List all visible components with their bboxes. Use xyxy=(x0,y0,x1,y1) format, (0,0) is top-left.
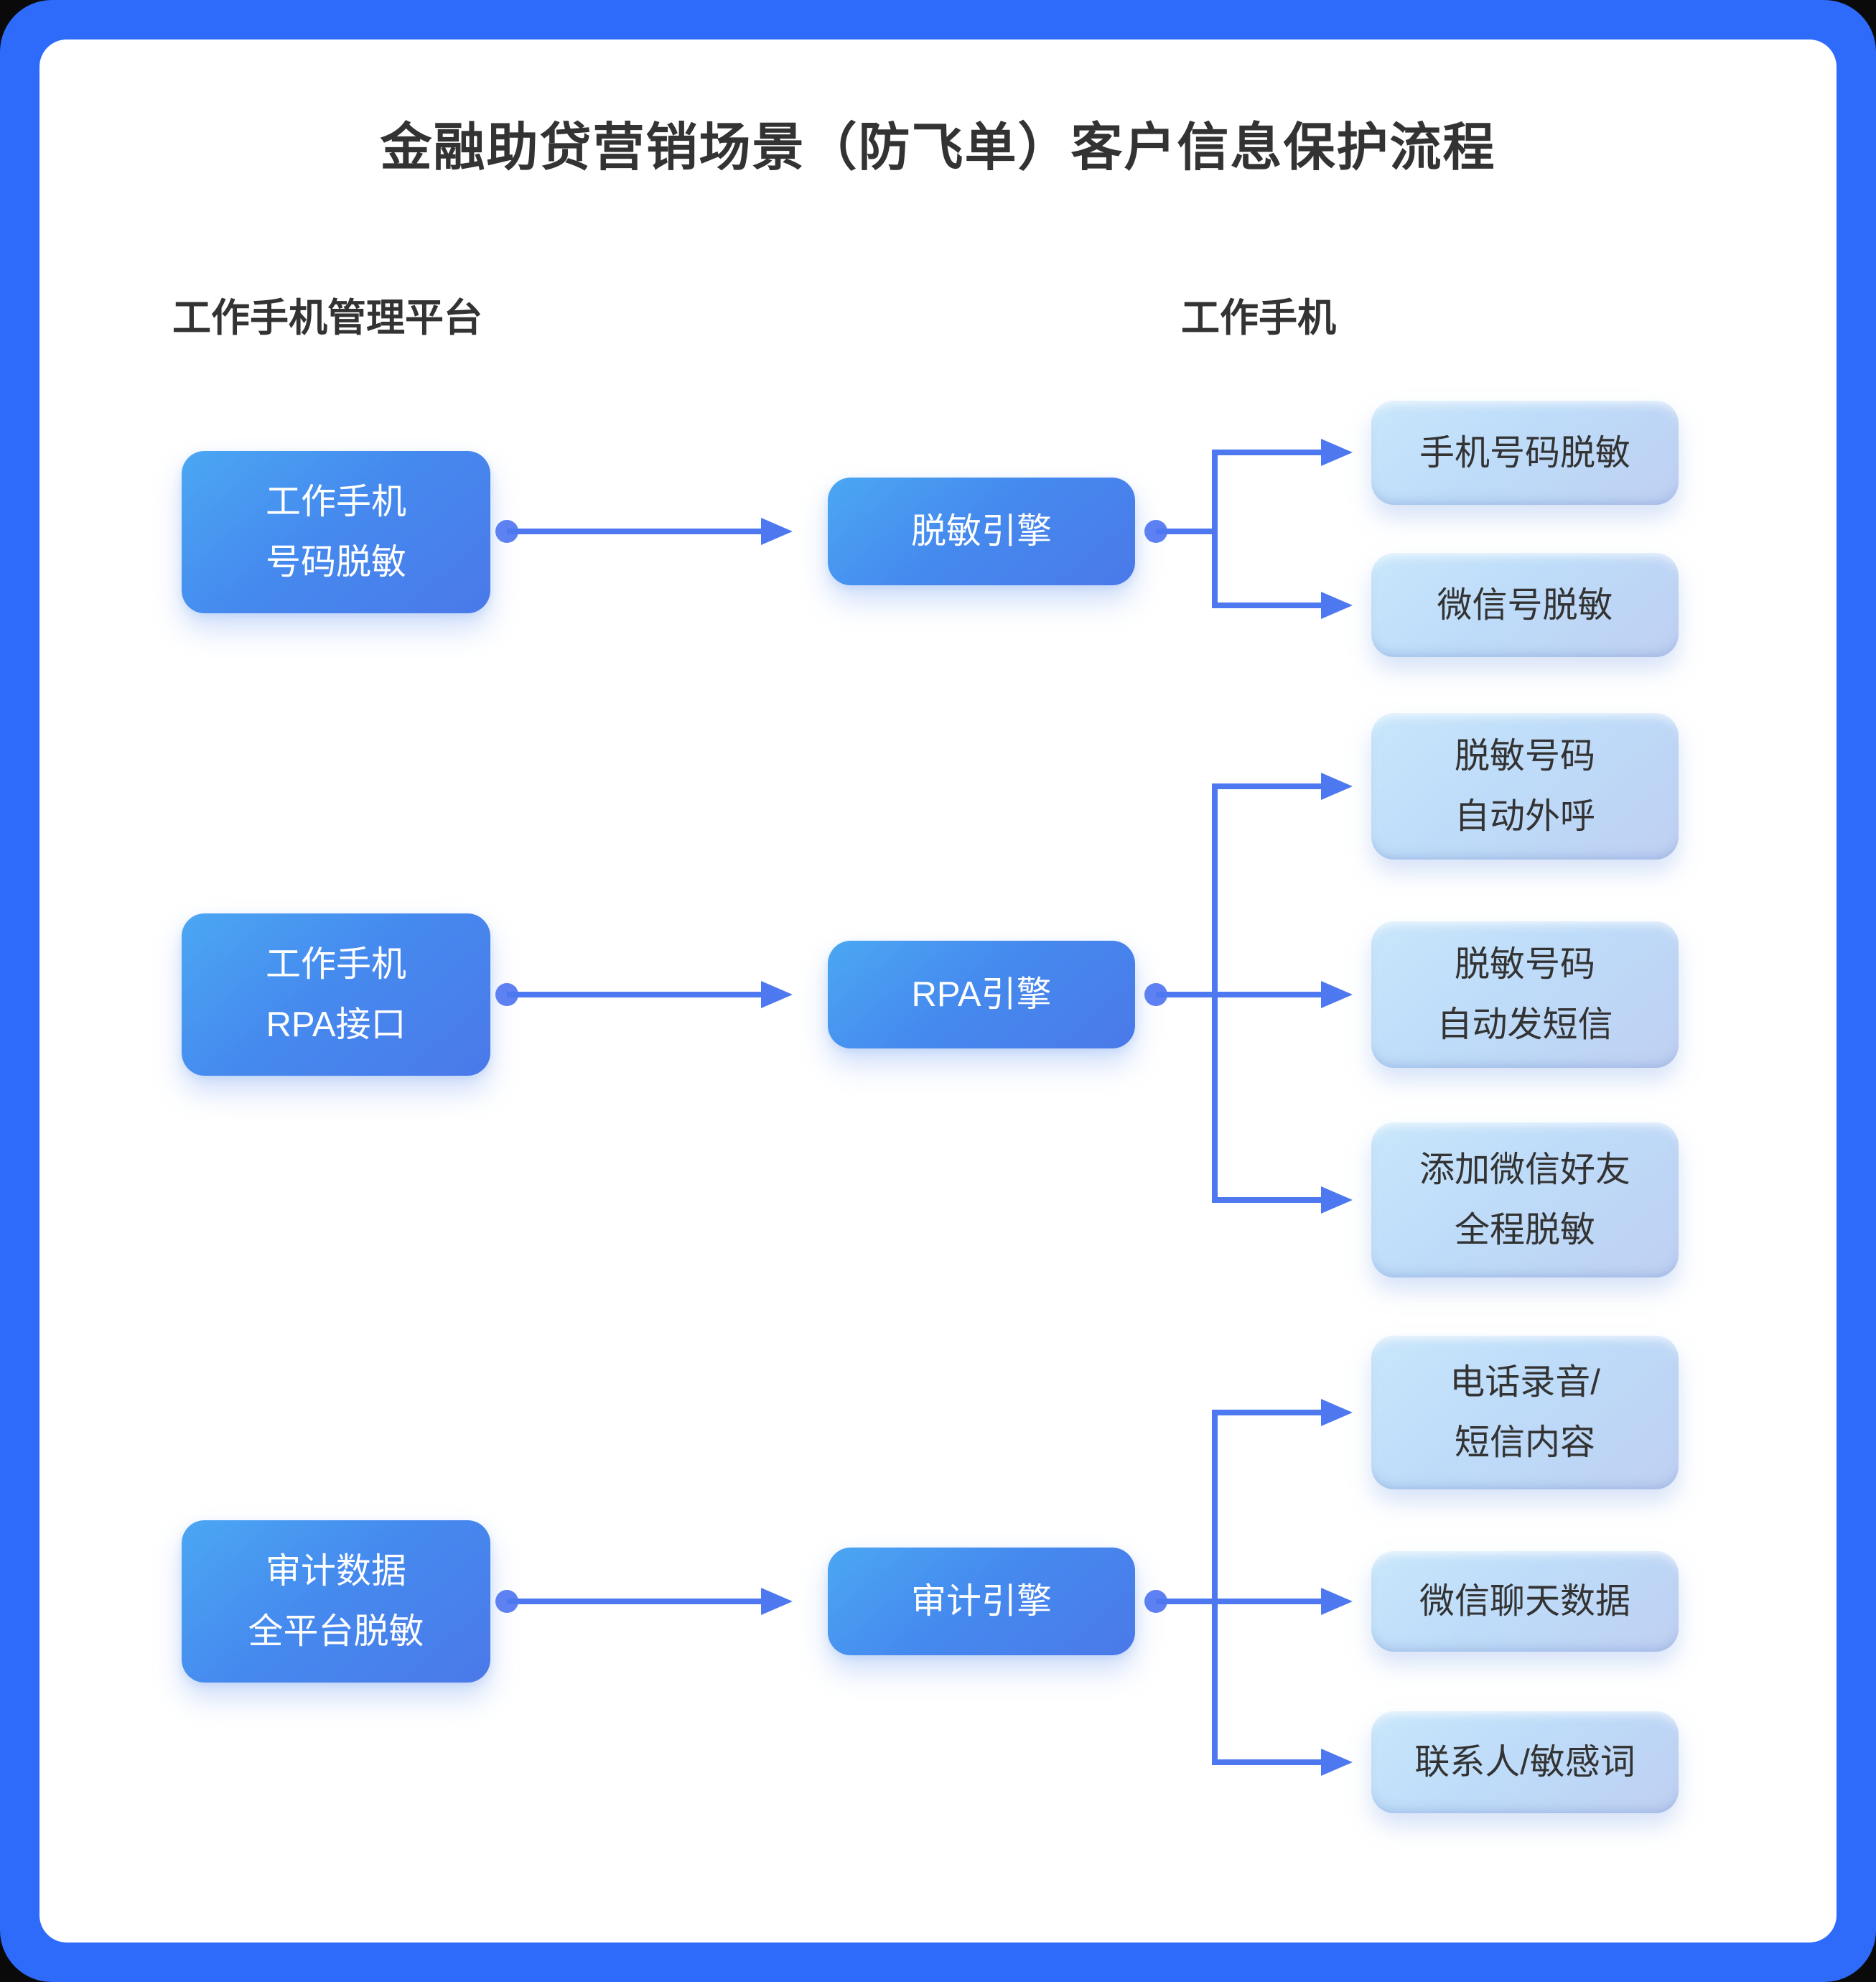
node-label-line: 手机号码脱敏 xyxy=(1419,433,1630,473)
node-label-line: RPA接口 xyxy=(266,1005,406,1044)
node-label-line: 短信内容 xyxy=(1454,1423,1595,1462)
node-engine-rpa: RPA引擎 xyxy=(828,941,1135,1048)
node-label-line: RPA引擎 xyxy=(911,975,1052,1014)
node-label-line: 脱敏号码 xyxy=(1454,737,1595,776)
node-output-wechat-id-masking: 微信号脱敏 xyxy=(1371,553,1679,657)
node-output-call-recording-sms-content: 电话录音/ 短信内容 xyxy=(1371,1336,1679,1489)
node-label-line: 电话录音/ xyxy=(1450,1363,1600,1402)
node-label-line: 自动外呼 xyxy=(1454,797,1595,836)
node-engine-audit: 审计引擎 xyxy=(828,1548,1135,1655)
node-engine-masking: 脱敏引擎 xyxy=(828,478,1135,585)
node-label-line: 工作手机 xyxy=(265,483,406,521)
node-label-line: 脱敏号码 xyxy=(1454,945,1595,984)
node-label-line: 全平台脱敏 xyxy=(248,1612,424,1651)
node-label-line: 自动发短信 xyxy=(1437,1005,1613,1044)
column-header-work-phone: 工作手机 xyxy=(1181,297,1336,340)
node-label-line: 添加微信好友 xyxy=(1419,1150,1630,1189)
node-source-audit-data-masking: 审计数据 全平台脱敏 xyxy=(182,1520,490,1683)
node-label-line: 脱敏引擎 xyxy=(910,512,1052,551)
node-output-contacts-sensitive-words: 联系人/敏感词 xyxy=(1371,1711,1679,1813)
node-label-line: 工作手机 xyxy=(265,945,406,984)
node-source-rpa-interface: 工作手机 RPA接口 xyxy=(182,913,490,1076)
node-output-wechat-chat-data: 微信聊天数据 xyxy=(1371,1551,1679,1652)
node-label-line: 微信聊天数据 xyxy=(1419,1582,1630,1621)
column-header-management-platform: 工作手机管理平台 xyxy=(172,297,482,340)
node-label-line: 微信号脱敏 xyxy=(1437,585,1613,625)
node-output-add-wechat-friend-masked: 添加微信好友 全程脱敏 xyxy=(1371,1122,1679,1278)
diagram-title: 金融助贷营销场景（防飞单）客户信息保护流程 xyxy=(380,119,1496,177)
node-output-auto-outbound-call: 脱敏号码 自动外呼 xyxy=(1371,713,1679,860)
node-output-auto-sms: 脱敏号码 自动发短信 xyxy=(1371,921,1679,1068)
node-label-line: 审计数据 xyxy=(265,1552,406,1591)
node-label-line: 号码脱敏 xyxy=(265,543,406,582)
node-output-mobile-number-masking: 手机号码脱敏 xyxy=(1371,401,1679,505)
node-label-line: 全程脱敏 xyxy=(1454,1211,1595,1250)
node-label-line: 联系人/敏感词 xyxy=(1414,1743,1635,1782)
node-label-line: 审计引擎 xyxy=(910,1582,1052,1621)
node-source-phone-number-masking: 工作手机 号码脱敏 xyxy=(182,451,490,613)
